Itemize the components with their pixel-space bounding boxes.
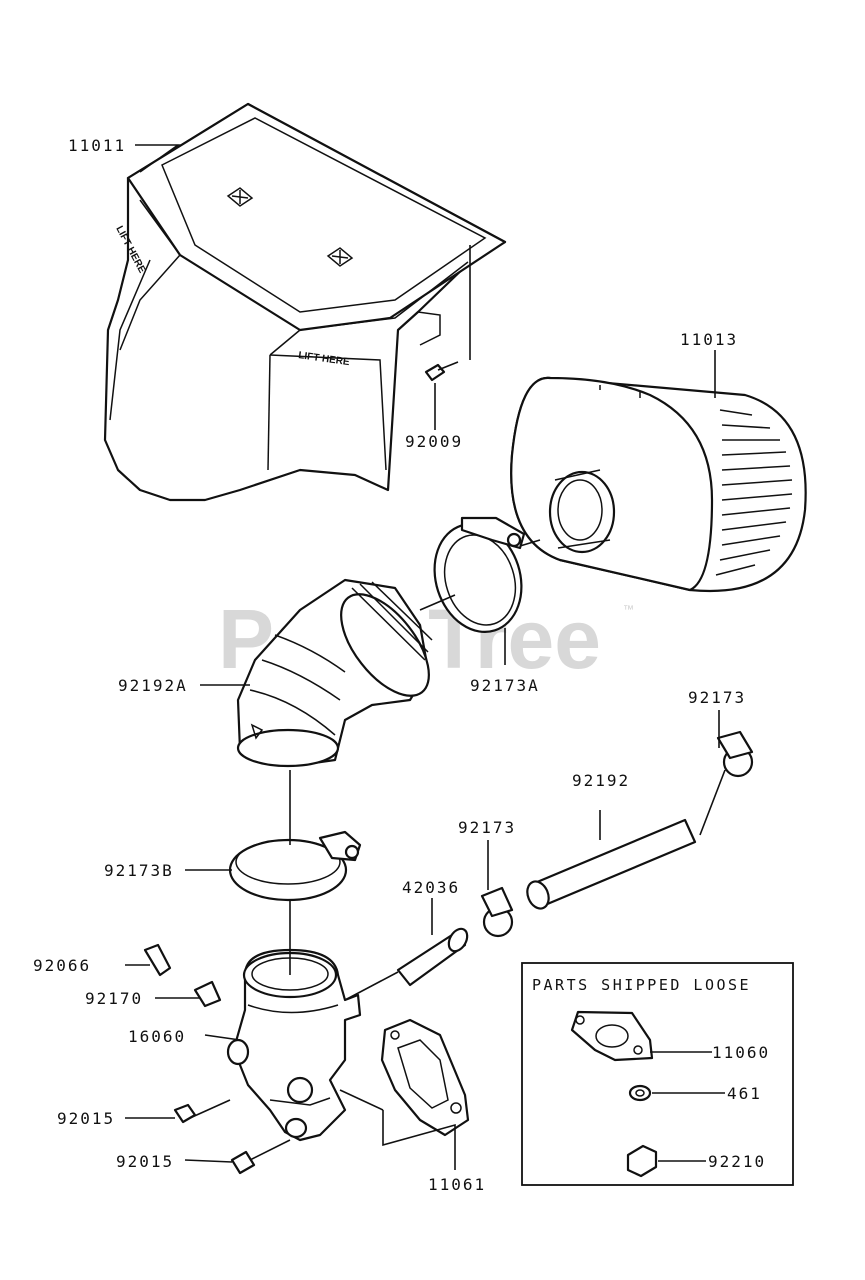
watermark-trademark: ™ [623, 604, 634, 616]
clamp-a-drawing [433, 516, 526, 633]
callout-hose-clamp-mid: 92173 [458, 818, 516, 837]
air-cleaner-case-drawing: LIFT HERE LIFT HERE [103, 102, 507, 502]
callout-plug-cap: 92066 [33, 956, 91, 975]
parts-shipped-loose-box: PARTS SHIPPED LOOSE [521, 962, 794, 1186]
inlet-manifold-drawing [226, 948, 362, 1142]
air-filter-element-drawing [510, 376, 807, 593]
loose-box-title: PARTS SHIPPED LOOSE [532, 976, 751, 994]
callout-case-screw: 92009 [405, 432, 463, 451]
callout-nut-upper: 92015 [57, 1109, 115, 1128]
hose-clamps-drawing [480, 730, 754, 938]
callout-hose-clamp-right: 92173 [688, 688, 746, 707]
leader-lines [125, 144, 726, 1170]
callout-nut-lower: 92015 [116, 1152, 174, 1171]
callout-labels: 11011 11013 92009 92192A 92173A 92173 92… [33, 136, 770, 1194]
elbow-duct-drawing [236, 578, 433, 768]
callout-loose-washer: 461 [727, 1084, 762, 1103]
callout-gasket-manifold: 11061 [428, 1175, 486, 1194]
callout-elbow-duct: 92192A [118, 676, 188, 695]
callout-air-filter-element: 11013 [680, 330, 738, 349]
callout-breather-hose: 92192 [572, 771, 630, 790]
clamp-b-drawing [228, 830, 362, 902]
callout-small-clip: 92170 [85, 989, 143, 1008]
callout-air-cleaner-case: 11011 [68, 136, 126, 155]
callout-inlet-manifold: 16060 [128, 1027, 186, 1046]
callout-pipe-fitting: 42036 [402, 878, 460, 897]
callout-clamp-a: 92173A [470, 676, 540, 695]
pipe-fitting-drawing [396, 927, 469, 987]
manifold-gasket-drawing [380, 1018, 470, 1137]
case-screw-drawing [424, 361, 459, 382]
breather-hose-drawing [526, 818, 697, 910]
callout-loose-nut: 92210 [708, 1152, 766, 1171]
callout-clamp-b: 92173B [104, 861, 174, 880]
small-parts-drawing [143, 943, 256, 1175]
callout-loose-gasket: 11060 [712, 1043, 770, 1062]
